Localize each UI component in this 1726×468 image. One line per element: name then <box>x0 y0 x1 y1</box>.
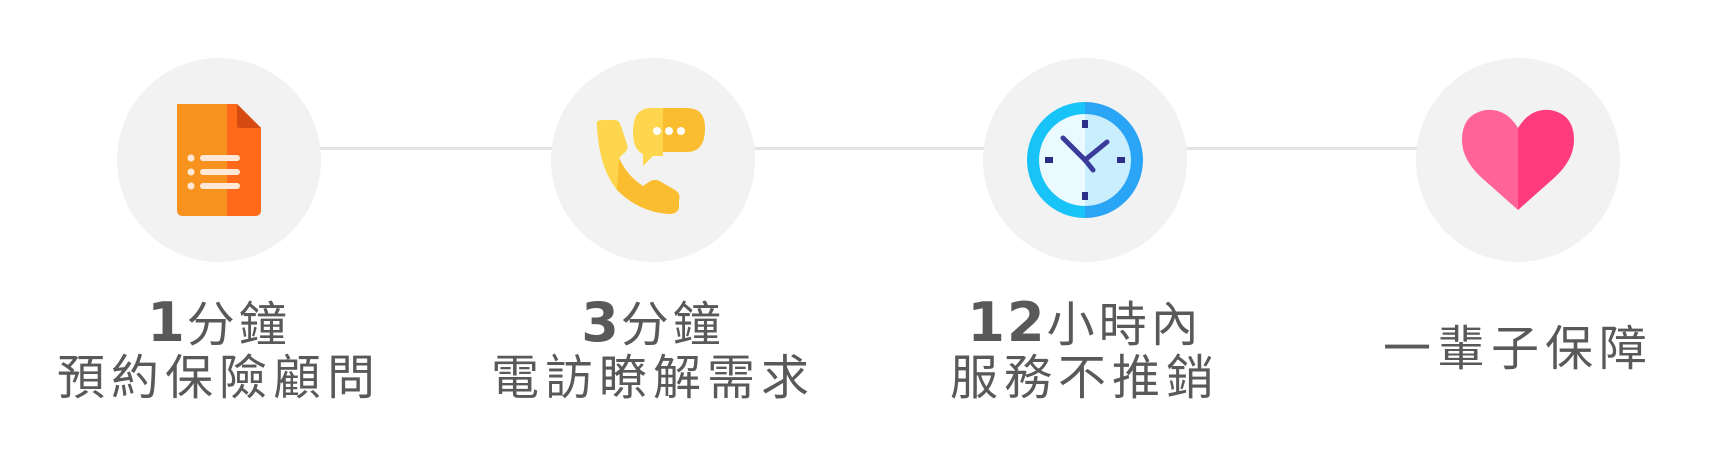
step-4-icon-circle <box>1416 58 1620 262</box>
step-2-subtitle: 電訪瞭解需求 <box>490 350 815 407</box>
heart-icon <box>1462 109 1574 210</box>
step-1-icon-circle <box>117 58 321 262</box>
step-3-subtitle: 服務不推銷 <box>949 350 1220 407</box>
step-2: 3分鐘 電訪瞭解需求 <box>443 58 863 414</box>
step-4-caption: 一輩子保障 <box>1383 284 1653 414</box>
phone-chat-icon <box>596 108 705 214</box>
step-1-unit: 分鐘 <box>186 296 291 353</box>
step-1-subtitle: 預約保險顧問 <box>56 350 381 407</box>
step-4-title: 一輩子保障 <box>1382 320 1653 377</box>
step-3-title: 12小時內 <box>950 293 1220 352</box>
step-2-unit: 分鐘 <box>620 296 725 353</box>
step-2-caption: 3分鐘 電訪瞭解需求 <box>491 284 815 414</box>
step-4: 一輩子保障 <box>1308 58 1726 414</box>
step-2-icon-circle <box>551 58 755 262</box>
step-3-caption: 12小時內 服務不推銷 <box>950 284 1220 414</box>
step-3: 12小時內 服務不推銷 <box>875 58 1295 414</box>
step-1-title: 1分鐘 <box>57 293 381 352</box>
step-1-number: 1 <box>147 290 187 354</box>
step-3-unit: 小時內 <box>1046 296 1203 353</box>
form-document-icon <box>177 104 261 216</box>
progress-connector-line <box>220 147 1520 150</box>
clock-icon <box>1027 102 1143 218</box>
step-3-icon-circle <box>983 58 1187 262</box>
step-1: 1分鐘 預約保險顧問 <box>9 58 429 414</box>
step-2-number: 3 <box>581 290 621 354</box>
step-1-caption: 1分鐘 預約保險顧問 <box>57 284 381 414</box>
step-2-title: 3分鐘 <box>491 293 815 352</box>
step-3-number: 12 <box>967 290 1047 354</box>
